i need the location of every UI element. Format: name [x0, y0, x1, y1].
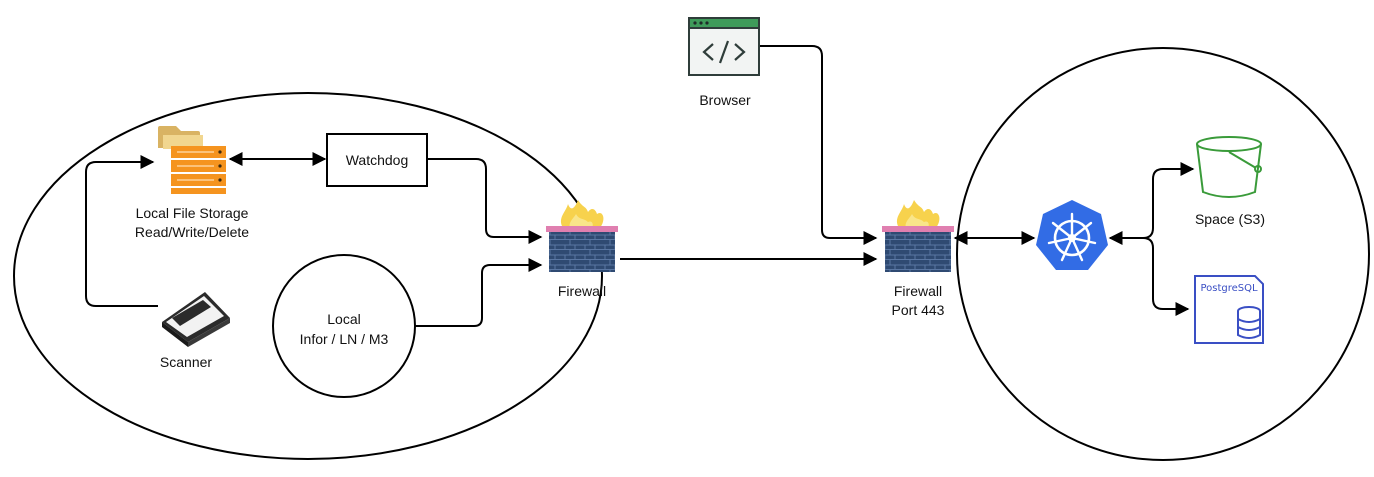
kubernetes-icon	[1036, 200, 1108, 270]
folder-server-icon	[158, 126, 226, 194]
local-file-storage-sublabel: Read/Write/Delete	[135, 224, 249, 240]
watchdog-box	[326, 133, 428, 187]
erp-firewall-connector	[415, 258, 543, 327]
scanner-icon	[162, 292, 230, 347]
watchdog-firewall-connector	[427, 158, 543, 244]
browser-firewall-connector	[760, 45, 878, 245]
browser-label: Browser	[699, 92, 751, 108]
browser-code-icon	[688, 17, 760, 76]
firewall-icon	[882, 200, 954, 272]
space-s3-label: Space (S3)	[1195, 211, 1265, 227]
database-icon	[1194, 275, 1264, 344]
local-erp-node	[272, 254, 416, 398]
firewall-local-label: Firewall	[558, 283, 606, 299]
firewall-cloud-sublabel: Port 443	[892, 302, 945, 318]
watchdog-label: Watchdog	[346, 152, 409, 168]
bucket-icon	[1196, 136, 1262, 198]
scanner-label: Scanner	[160, 354, 212, 370]
scanner-storage-connector	[85, 155, 158, 307]
local-file-storage-label: Local File Storage	[136, 205, 249, 221]
cloud-boundary	[956, 47, 1370, 461]
postgres-icon-label: PostgreSQL	[1200, 283, 1258, 294]
firewall-icon	[546, 200, 618, 272]
kubernetes-s3-connector	[1108, 162, 1195, 245]
local-erp-label: Local	[327, 311, 360, 327]
firewall-cloud-label: Firewall	[894, 283, 942, 299]
kubernetes-postgres-connector	[1142, 237, 1190, 316]
local-network-boundary	[13, 92, 603, 460]
local-erp-sublabel: Infor / LN / M3	[300, 331, 389, 347]
